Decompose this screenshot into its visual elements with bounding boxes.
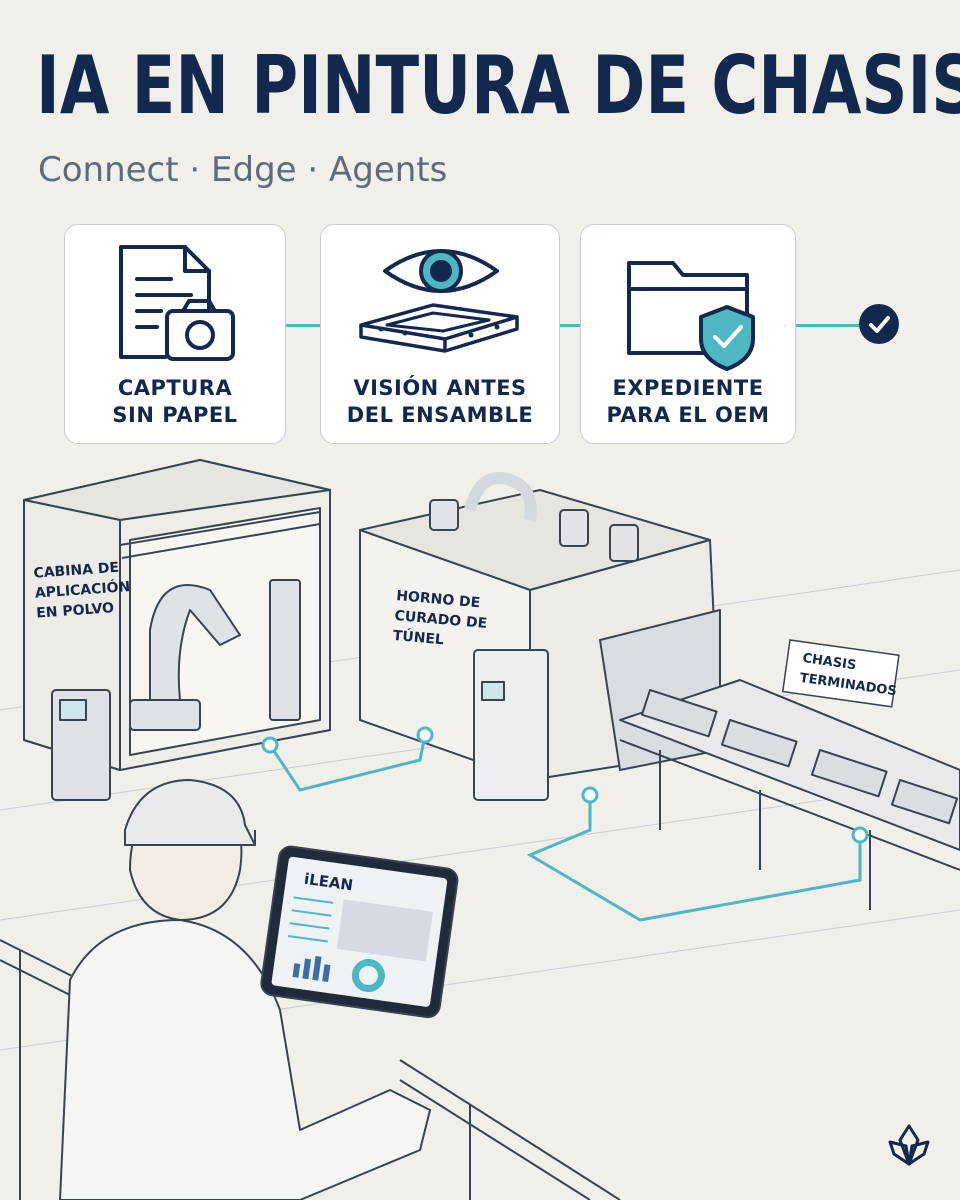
ilean-logo-icon bbox=[888, 1124, 930, 1166]
step-connector bbox=[286, 324, 320, 327]
step-connector bbox=[796, 324, 859, 327]
check-icon bbox=[859, 304, 899, 344]
finished-label-sign: CHASIS TERMINADOS bbox=[781, 639, 900, 708]
page-title: IA EN PINTURA DE CHASIS bbox=[36, 39, 960, 132]
finished-label-line: CHASIS bbox=[802, 651, 858, 673]
data-flow-lines bbox=[268, 734, 862, 922]
folder-shield-icon bbox=[627, 261, 755, 371]
powder-booth bbox=[23, 459, 331, 801]
oven-label-line: TÚNEL bbox=[392, 626, 445, 648]
oven-label-line: HORNO DE bbox=[396, 588, 481, 611]
conveyor bbox=[619, 679, 960, 910]
railing bbox=[0, 939, 621, 1200]
booth-label-line: CABINA DE bbox=[33, 560, 120, 582]
booth-label-line: EN POLVO bbox=[36, 600, 115, 621]
tablet: iLEAN bbox=[260, 845, 459, 1019]
document-camera-icon bbox=[119, 245, 235, 361]
factory-scene: CABINA DE APLICACIÓN EN POLVO HORNO DE C… bbox=[0, 459, 960, 1200]
page-subtitle: Connect · Edge · Agents bbox=[38, 150, 448, 190]
operator bbox=[59, 779, 431, 1200]
eye-chassis-icon bbox=[359, 249, 519, 353]
step-connector bbox=[560, 324, 580, 327]
